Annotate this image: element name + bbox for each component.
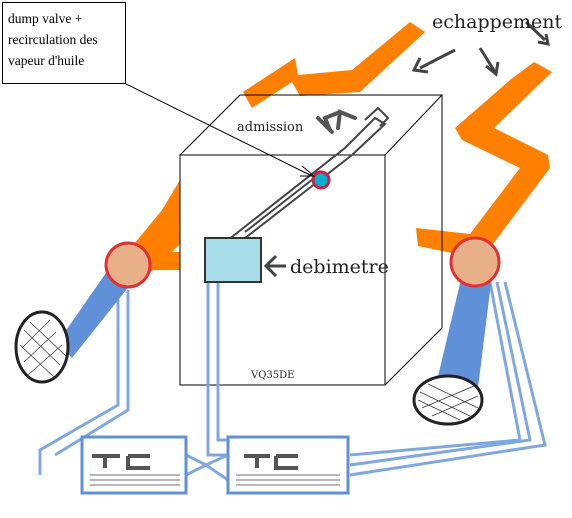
maf-sensor	[204, 237, 262, 283]
callout-line-3: vapeur d'huile	[8, 53, 85, 68]
label-engine: VQ35DE	[250, 370, 294, 381]
air-filter-right	[412, 374, 484, 426]
echappement-arrows	[411, 20, 550, 77]
callout-dump-valve: dump valve + recirculation des vapeur d'…	[2, 2, 126, 84]
intercooler-right	[226, 435, 350, 495]
intake-pipe	[227, 106, 390, 243]
callout-leader	[125, 83, 313, 177]
turbo-right	[412, 236, 501, 426]
dump-valve	[311, 170, 331, 190]
exhaust-pipe-right	[416, 62, 552, 258]
callout-line-1: dump valve +	[8, 11, 83, 26]
exhaust-pipe-left-upper	[243, 22, 425, 108]
admission-arrow	[316, 109, 357, 134]
air-filter-left	[14, 310, 70, 384]
turbo-left	[14, 241, 152, 384]
callout-line-2: recirculation des	[8, 32, 98, 47]
intercooler-left	[80, 435, 188, 495]
label-debimetre: debimetre	[290, 256, 389, 278]
label-admission: admission	[237, 120, 304, 135]
intercooler-pipes	[38, 281, 547, 482]
debimetre-arrow	[263, 254, 286, 278]
engine-side-edge	[384, 95, 443, 386]
engine-top-edge	[179, 94, 444, 156]
label-echappement: echappement	[432, 11, 563, 33]
